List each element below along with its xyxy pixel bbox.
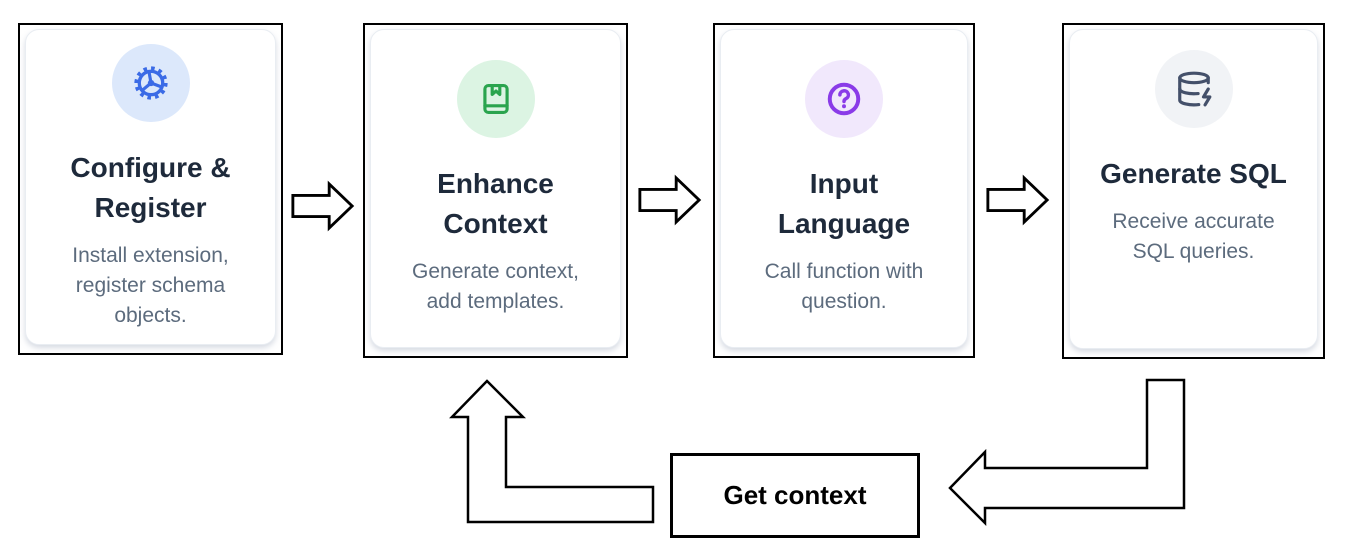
question-circle-icon <box>827 82 861 116</box>
step-card-generate-sql: Generate SQL Receive accurate SQL querie… <box>1062 23 1325 359</box>
database-zap-icon <box>1177 71 1211 106</box>
loop-arrow-up-icon <box>449 379 655 524</box>
step-title: Input Language <box>777 168 911 239</box>
step-card-configure-register: Configure & Register Install extension, … <box>18 23 283 355</box>
question-circle-icon-circle <box>805 60 883 138</box>
step-title: Configure & Register <box>70 151 231 223</box>
loop-arrow-left-icon <box>948 378 1186 527</box>
step-card-input-language: Input Language Call function with questi… <box>713 23 975 358</box>
step-title: Generate SQL <box>1100 157 1287 189</box>
step-description: Receive accurate SQL queries. <box>1112 209 1275 263</box>
step-description: Generate context, add templates. <box>412 260 579 313</box>
forward-arrow-icon-1 <box>291 180 355 232</box>
book-marked-icon <box>482 83 509 115</box>
step-card-surface: Configure & Register Install extension, … <box>25 29 276 345</box>
step-description: Install extension, register schema objec… <box>72 243 229 327</box>
step-title: Enhance Context <box>437 168 554 239</box>
forward-arrow-icon-3 <box>986 174 1050 226</box>
gear-icon-circle <box>111 43 190 122</box>
step-card-surface: Input Language Call function with questi… <box>720 29 968 348</box>
get-context-label: Get context <box>723 480 867 510</box>
step-card-enhance-context: Enhance Context Generate context, add te… <box>363 23 628 358</box>
step-card-surface: Enhance Context Generate context, add te… <box>370 29 621 348</box>
gear-icon <box>133 65 168 100</box>
forward-arrow-icon-2 <box>638 174 702 226</box>
book-marked-icon-circle <box>456 60 535 138</box>
database-zap-icon-circle <box>1154 49 1233 128</box>
step-description: Call function with question. <box>764 260 924 313</box>
step-card-surface: Generate SQL Receive accurate SQL querie… <box>1069 29 1318 349</box>
get-context-label-box: Get context <box>670 453 920 538</box>
